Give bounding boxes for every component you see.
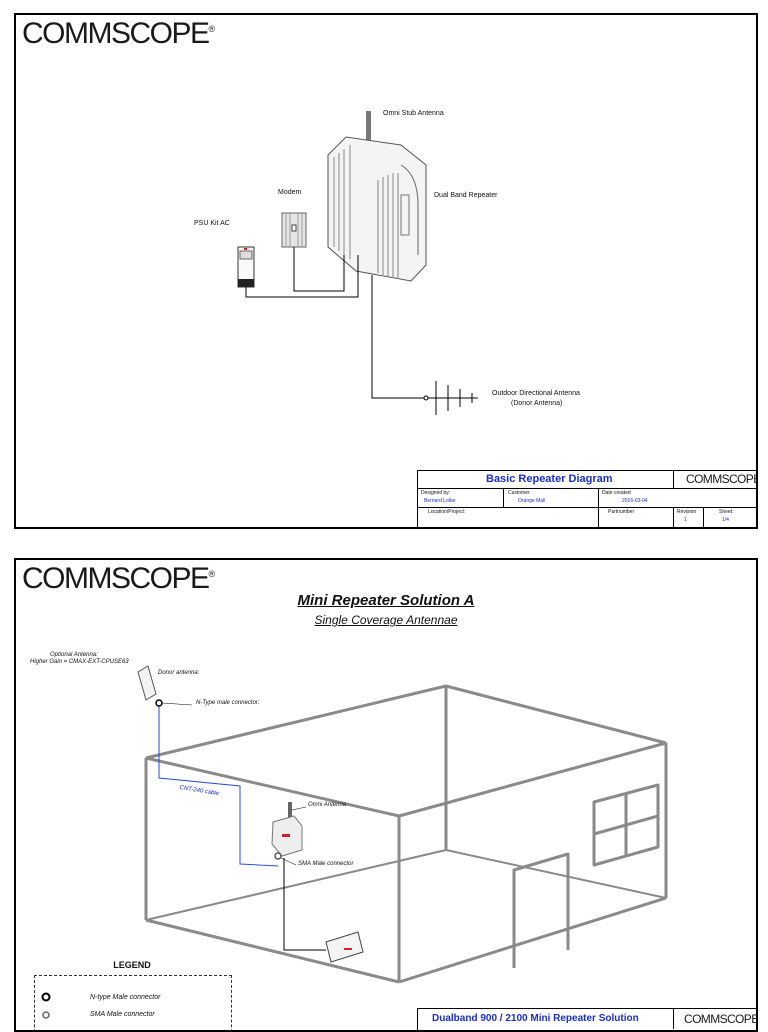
sheet-label: Sheet: (719, 509, 734, 515)
legend-n-type-icon (41, 992, 51, 1002)
n-type-connector-icon (155, 699, 163, 707)
solution-block-title: Dualband 900 / 2100 Mini Repeater Soluti… (432, 1013, 639, 1024)
sheet-mini-repeater-solution: COMMSCOPE® Mini Repeater Solution A Sing… (14, 558, 758, 1032)
designed-by-value: Bernard Lollar (424, 498, 456, 504)
omni-antenna-label: Omni Antenna (308, 802, 347, 808)
commscope-logo: COMMSCOPE® (22, 17, 216, 50)
outdoor-antenna-label: Outdoor Directional Antenna (492, 390, 580, 397)
optional-antenna-label: Optional Antenna: (50, 652, 98, 658)
modem-label: Modem (278, 189, 302, 196)
title-block-2: Dualband 900 / 2100 Mini Repeater Soluti… (417, 1008, 758, 1030)
omni-stub-antenna-label: Omni Stub Antenna (383, 110, 444, 117)
date-created-value: 2016-03-04 (622, 498, 648, 504)
legend-title: LEGEND (113, 960, 151, 970)
dual-band-repeater-label: Dual Band Repeater (434, 192, 498, 199)
n-type-connector-label: N-Type male connector: (196, 700, 260, 706)
revision-value: 1 (684, 517, 687, 523)
donor-antenna-label: (Donor Antenna) (511, 400, 563, 407)
title-block: Basic Repeater Diagram COMMSCOPE® Design… (417, 470, 758, 527)
sheet-basic-repeater-diagram: COMMSCOPE® (14, 13, 758, 529)
donor-antenna-shape (137, 665, 157, 701)
title-block-logo-2: COMMSCOPE® (684, 1012, 758, 1026)
location-label: Location/Project: (428, 509, 466, 515)
psu-kit-shape (237, 246, 255, 288)
legend-item-n-type: N-type Male connector (90, 994, 161, 1001)
mini-repeater-shape (271, 802, 303, 857)
date-created-label: Date created (602, 490, 631, 496)
building-drawing (41, 665, 668, 1019)
diagram-title: Basic Repeater Diagram (486, 473, 613, 485)
revision-label: Revision (677, 509, 697, 515)
equipment-box-shape (325, 931, 364, 963)
legend-item-sma: SMA Male connector (90, 1011, 155, 1018)
partnumber-label: Partnumber (608, 509, 635, 515)
customer-label: Customer (508, 490, 530, 496)
sma-connector-label: SMA Male connector (298, 861, 354, 867)
sma-connector-icon (274, 852, 282, 860)
legend-sma-icon (42, 1011, 50, 1019)
title-block-logo: COMMSCOPE® (686, 472, 758, 486)
building-outline (144, 684, 668, 984)
dual-band-repeater-shape (327, 136, 427, 282)
sheet-value: 1/4 (722, 517, 729, 523)
basic-repeater-drawing (237, 111, 478, 415)
psu-kit-label: PSU Kit AC (194, 220, 230, 227)
optional-antenna-detail: Higher Gain = CMAX-EXT-CPUSE63 (30, 659, 129, 665)
outdoor-antenna-shape (423, 381, 478, 415)
modem-shape (281, 212, 307, 248)
commscope-logo-2: COMMSCOPE® (22, 562, 216, 595)
customer-value: Orange Mali (518, 498, 546, 504)
designed-by-label: Designed by: (421, 490, 451, 496)
solution-title: Mini Repeater Solution A (297, 592, 475, 609)
solution-subtitle: Single Coverage Antennae (314, 613, 458, 627)
donor-antenna-label: Donor antenna: (158, 670, 200, 676)
legend-box (34, 975, 232, 1030)
